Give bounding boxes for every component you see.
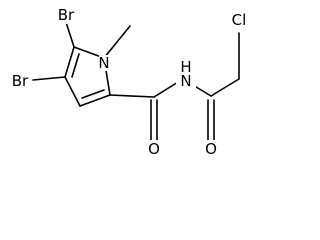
atom-label-group: Br Br N H N O O Cl [8,6,250,158]
atom-label-br-top: Br [58,6,75,24]
bond-c3-c4 [64,76,81,107]
atom-label-o-left: O [148,140,160,158]
atom-label-n-ring: N [98,54,109,72]
bond-c2-c3 [79,94,111,107]
atom-label-cl: Cl [232,11,247,29]
chemical-structure-diagram: Br Br N H N O O Cl [8,6,250,158]
atom-label-br-left: Br [12,72,29,90]
atom-label-n-amide: N [180,72,191,90]
atom-label-h-amide: H [180,58,191,76]
bond-c2-c3-inner [81,89,105,99]
bond-carbonyl2-ch2 [210,78,240,97]
bond-c4-c5-inner [71,53,80,78]
bond-c2-carbonyl [109,94,155,98]
bond-c4-c5 [64,46,75,78]
bond-group [32,18,240,141]
bond-n1-methyl [103,25,131,59]
bond-c4-br [32,76,66,81]
atom-label-o-right: O [205,140,217,158]
